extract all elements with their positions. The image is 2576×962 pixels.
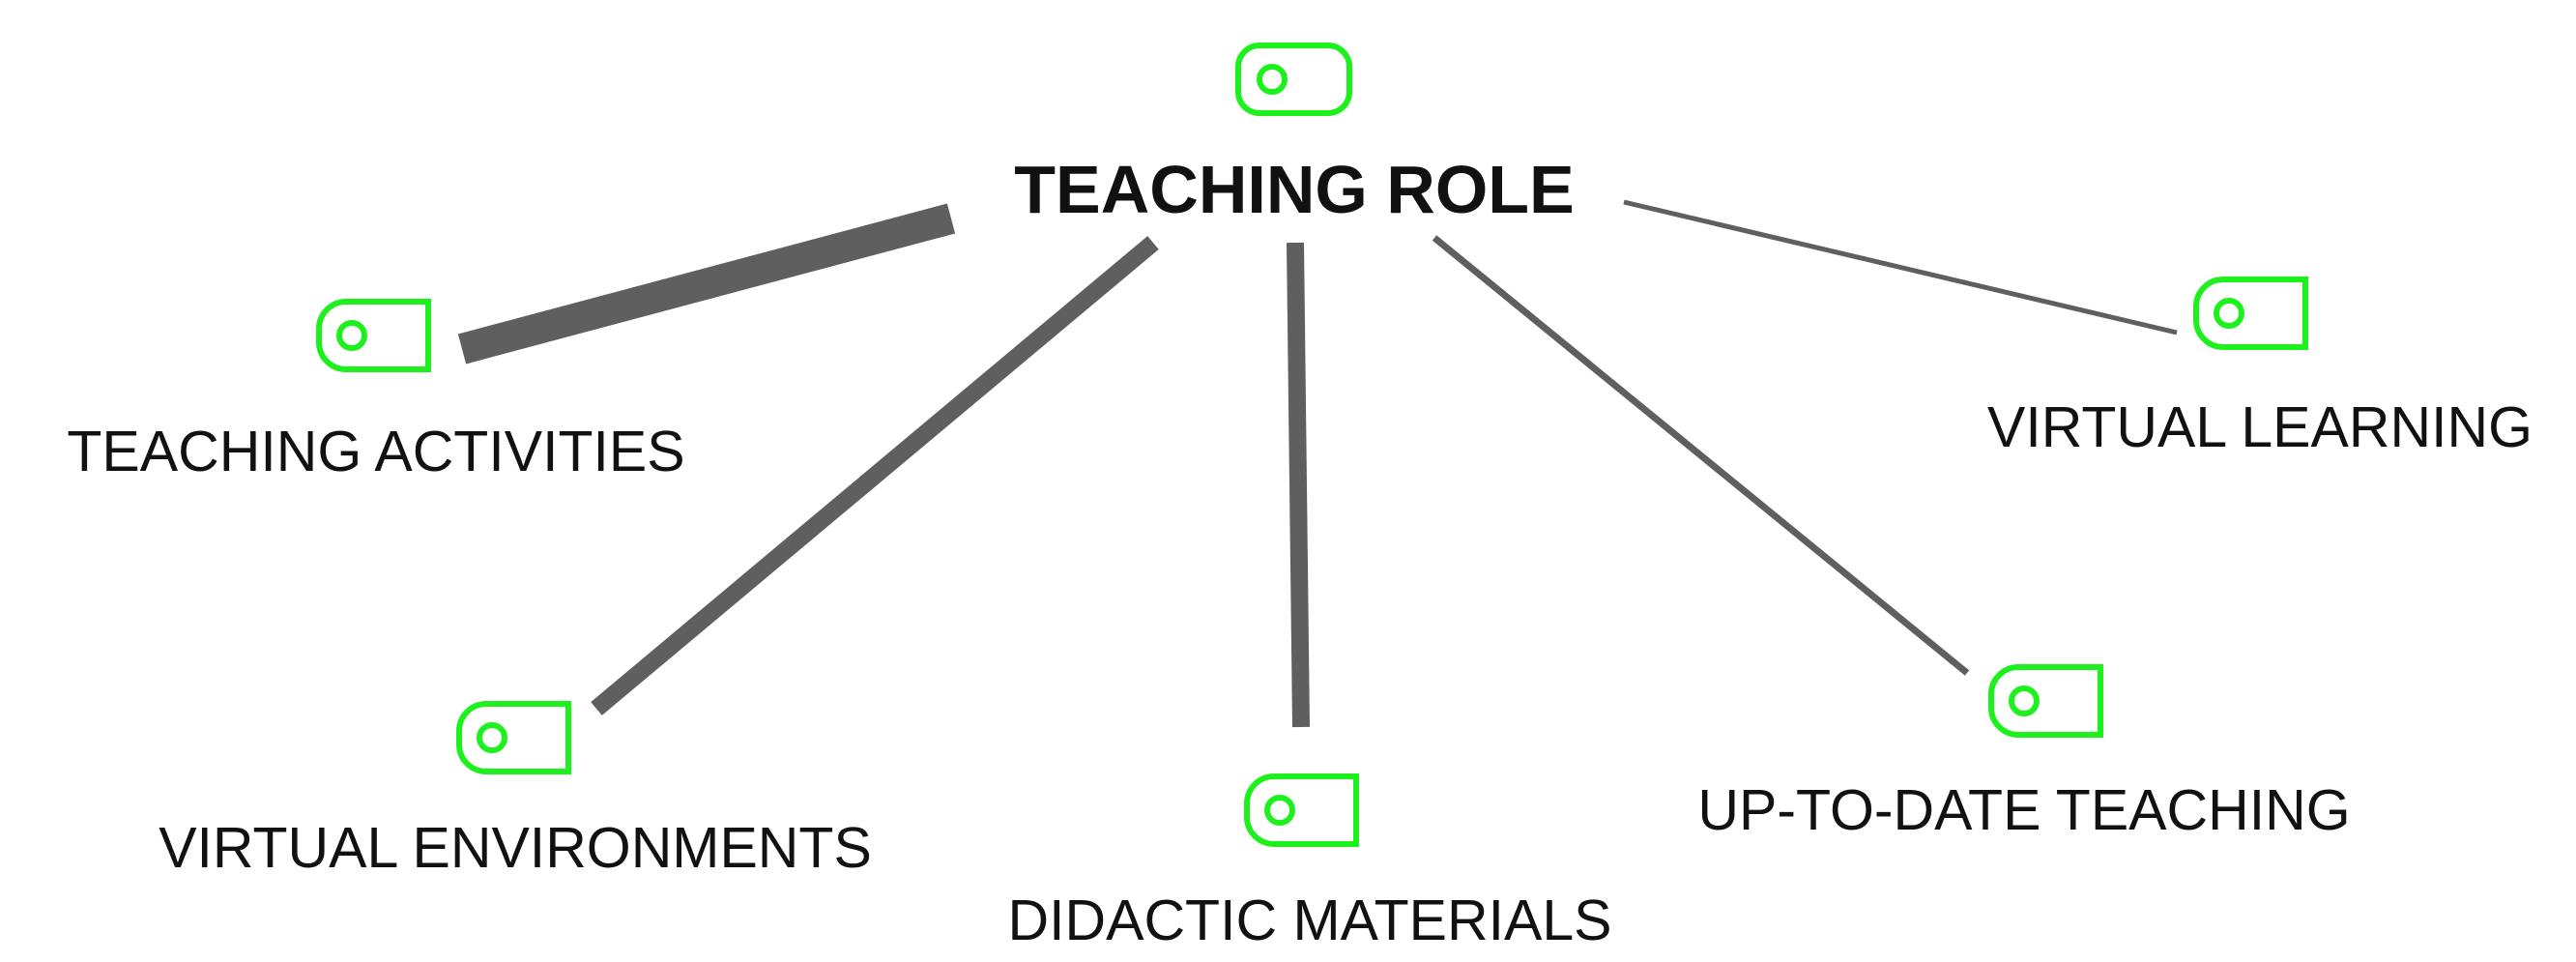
center-label: TEACHING ROLE	[1014, 152, 1574, 227]
node-label: VIRTUAL ENVIRONMENTS	[159, 816, 872, 880]
green-tag-icon	[1988, 664, 2103, 738]
edge-virtual-learning	[1623, 199, 2178, 335]
green-tag-icon	[2193, 277, 2308, 350]
green-tag-icon	[1235, 43, 1352, 116]
node-label: UP-TO-DATE TEACHING	[1697, 778, 2350, 842]
node-label: VIRTUAL LEARNING	[1987, 395, 2533, 459]
node-virtual-environments: VIRTUAL ENVIRONMENTS	[159, 701, 872, 880]
node-up-to-date-teaching: UP-TO-DATE TEACHING	[1697, 664, 2351, 842]
edge-virtual-environments	[591, 236, 1159, 715]
green-tag-icon	[316, 299, 431, 372]
edges	[457, 199, 2178, 728]
edge-didactic-materials	[1287, 242, 1310, 728]
green-tag-icon	[1244, 773, 1359, 847]
node-label: DIDACTIC MATERIALS	[1007, 889, 1611, 952]
node-didactic-materials: DIDACTIC MATERIALS	[1007, 773, 1612, 952]
center-node: TEACHING ROLE	[1014, 43, 1575, 227]
node-teaching-activities: TEACHING ACTIVITIES	[67, 299, 685, 483]
node-label: TEACHING ACTIVITIES	[67, 420, 684, 483]
green-tag-icon	[456, 701, 571, 774]
edge-teaching-activities	[457, 203, 956, 364]
node-virtual-learning: VIRTUAL LEARNING	[1987, 277, 2533, 459]
edge-up-to-date-teaching	[1432, 235, 1970, 676]
